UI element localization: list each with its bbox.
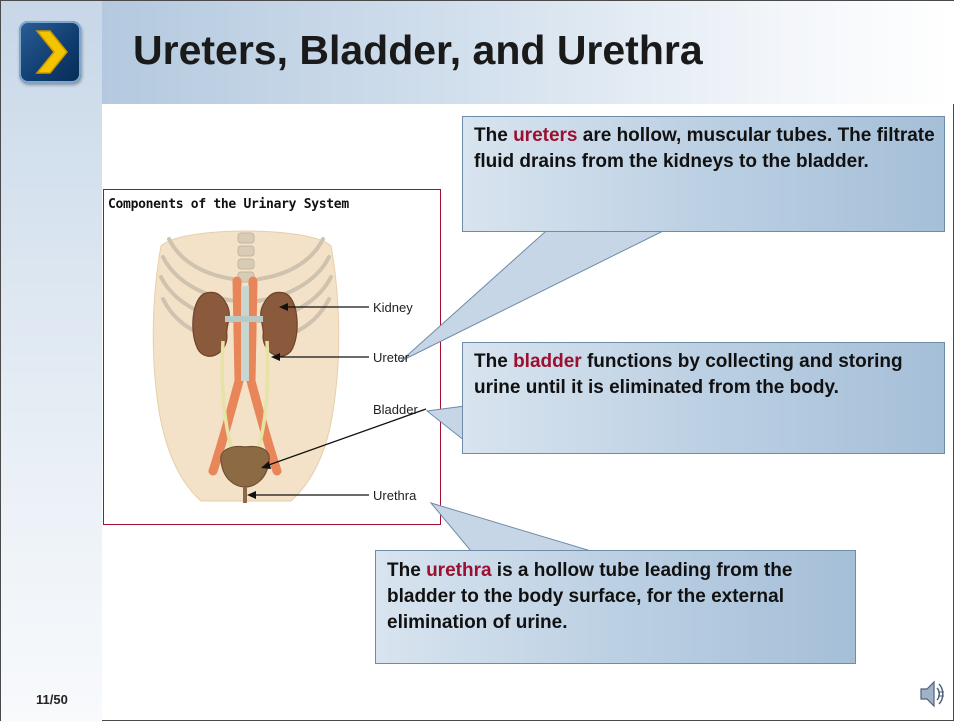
bladder-callout: The bladder functions by collecting and …	[462, 342, 945, 454]
audio-button[interactable]	[919, 677, 945, 711]
ureters-callout-text: The ureters are hollow, muscular tubes. …	[474, 123, 936, 175]
urethra-callout-before: The	[387, 560, 426, 581]
bladder-label: Bladder	[373, 402, 418, 417]
ureters-term: ureters	[513, 125, 577, 146]
urethra-callout-text: The urethra is a hollow tube leading fro…	[387, 558, 817, 636]
speaker-icon	[919, 677, 945, 711]
urethra-callout: The urethra is a hollow tube leading fro…	[375, 550, 856, 664]
ureters-callout-before: The	[474, 125, 513, 146]
kidney-label: Kidney	[373, 300, 413, 315]
ureter-label: Ureter	[373, 350, 409, 365]
urethra-term: urethra	[426, 560, 491, 581]
urethra-label: Urethra	[373, 488, 416, 503]
bladder-callout-before: The	[474, 351, 513, 372]
ureters-callout: The ureters are hollow, muscular tubes. …	[462, 116, 945, 232]
page-number: 11/50	[36, 692, 68, 707]
bladder-term: bladder	[513, 351, 582, 372]
bladder-callout-text: The bladder functions by collecting and …	[474, 349, 936, 401]
